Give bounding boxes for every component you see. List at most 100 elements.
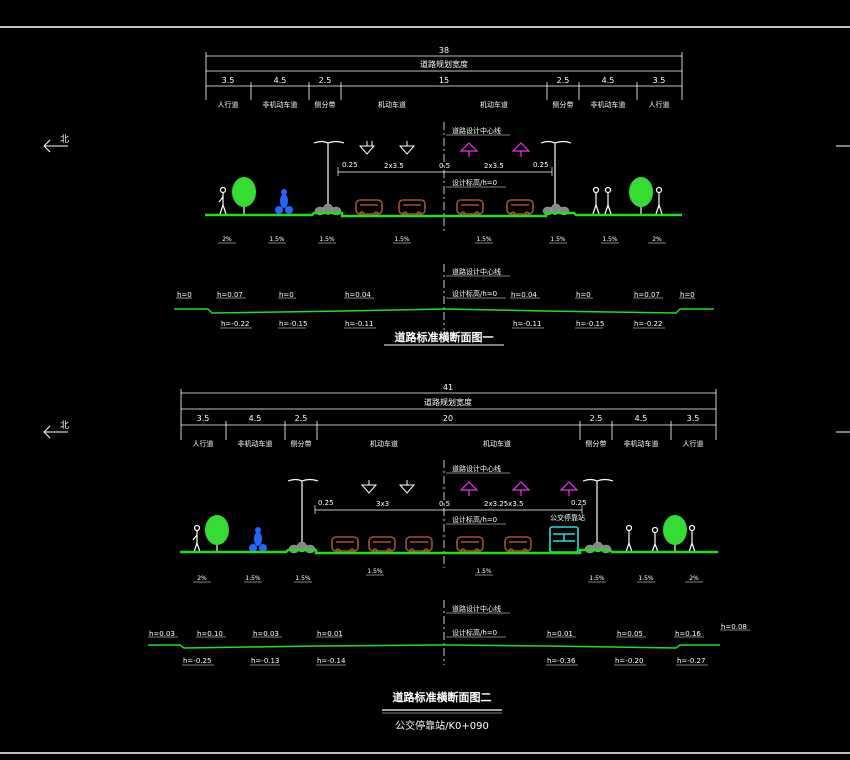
s1-profile-lower-1: h=-0.15	[279, 320, 307, 328]
s2-pedestrian-right-1	[625, 524, 633, 553]
s2-slope-lines	[193, 574, 703, 583]
s1-lane-dim	[337, 167, 553, 176]
s1-profile-upper-6: h=0.07	[634, 291, 660, 299]
s2-lane-0: 人行道	[193, 439, 214, 448]
s1-profile-upper-2: h=0	[279, 291, 294, 299]
s2-profile-upper-5: h=0.05	[617, 630, 643, 638]
s1-lane-4: 机动车道	[480, 100, 508, 109]
s2-profile-lower-1: h=-0.13	[251, 657, 279, 665]
s1-ground-line	[205, 211, 682, 218]
s1-profile-design: 设计标高/h=0	[452, 289, 497, 298]
s1-tree-left	[232, 177, 256, 215]
s2-profile-line	[148, 644, 720, 649]
s2-total-label: 道路规划宽度	[424, 397, 472, 407]
s2-lane-4: 机动车道	[483, 439, 511, 448]
s2-width-5: 4.5	[635, 414, 648, 423]
s2-width-0: 3.5	[197, 414, 210, 423]
s1-slope-5: 1.5%	[550, 236, 566, 243]
s2-profile-upper-2: h=0.03	[253, 630, 279, 638]
s2-slope-5: 1.5%	[589, 575, 605, 582]
s2-lane-left: 3x3	[376, 500, 389, 508]
s1-slope-4: 1.5%	[476, 236, 492, 243]
s1-title: 道路标准横断面图一	[395, 330, 494, 344]
s1-profile-upper-7: h=0	[680, 291, 695, 299]
s1-cyclist	[275, 189, 293, 214]
s1-slope-6: 1.5%	[602, 236, 618, 243]
s1-profile-upper-4: h=0.04	[511, 291, 537, 299]
s1-slope-2: 1.5%	[319, 236, 335, 243]
s2-profile-upper-1: h=0.10	[197, 630, 223, 638]
s1-slope-3: 1.5%	[394, 236, 410, 243]
s1-car-2	[398, 199, 426, 217]
s1-lane-left: 2x3.5	[384, 162, 404, 170]
s1-width-3: 15	[439, 76, 449, 85]
s2-centerline-label: 道路设计中心线	[452, 464, 501, 473]
s2-bus-stop-label: 公交停靠站	[550, 513, 585, 522]
s1-arrows-outbound	[358, 141, 416, 155]
s1-dimension-chain	[205, 52, 683, 100]
s2-profile-design: 设计标高/h=0	[452, 628, 497, 637]
s1-profile-upper-3: h=0.04	[345, 291, 371, 299]
s2-lane-6: 非机动车道	[624, 439, 659, 448]
s2-total-width: 41	[443, 383, 453, 392]
s1-slope-7: 2%	[652, 236, 662, 243]
s1-profile-upper-5: h=0	[576, 291, 591, 299]
s1-dim-right-small: 0.25	[533, 161, 549, 169]
s1-width-0: 3.5	[222, 76, 235, 85]
s1-profile-upper-1: h=0.07	[217, 291, 243, 299]
s1-cars	[355, 199, 534, 217]
s2-lane-3: 机动车道	[370, 439, 398, 448]
s1-lane-0: 人行道	[218, 100, 239, 109]
s1-dim-center: 0.5	[439, 162, 450, 170]
s2-profile-upper-0: h=0.03	[149, 630, 175, 638]
s2-lane-5: 侧分带	[586, 439, 607, 448]
north-label-2: 北	[60, 420, 69, 431]
s1-lane-3: 机动车道	[378, 100, 406, 109]
s2-slope-1: 1.5%	[245, 575, 261, 582]
s2-lamp-right	[582, 478, 614, 552]
s1-profile-upper-0: h=0	[177, 291, 192, 299]
north-label-1: 北	[60, 134, 69, 145]
s1-lamp-left	[313, 140, 345, 215]
s1-slope-0: 2%	[222, 236, 232, 243]
s1-profile-lower-0: h=-0.22	[221, 320, 249, 328]
s2-width-3: 20	[443, 414, 453, 423]
s2-pedestrian-right-3	[688, 524, 696, 553]
s2-profile-lower-3: h=-0.36	[547, 657, 576, 665]
s1-width-6: 3.5	[653, 76, 666, 85]
s2-slope-7: 2%	[689, 575, 699, 582]
s2-slope-4: 1.5%	[476, 568, 492, 575]
s1-pedestrian-right-1	[592, 186, 600, 215]
s2-pedestrian-right-2	[651, 526, 659, 553]
s1-lane-1: 非机动车道	[263, 100, 298, 109]
s2-lane-dim	[314, 505, 583, 514]
s2-subtitle: 公交停靠站/K0+090	[395, 719, 489, 732]
s1-lane-6: 非机动车道	[591, 100, 626, 109]
s1-lane-7: 人行道	[649, 100, 670, 109]
s1-car-4	[506, 199, 534, 217]
s2-arrows-inbound	[459, 481, 579, 496]
s2-dim-right-small: 0.25	[571, 499, 587, 507]
s2-tree-right	[663, 515, 687, 552]
s2-design-level: 设计标高/h=0	[452, 515, 497, 524]
s2-dimension-chain	[180, 389, 717, 440]
s1-lamp-right	[540, 140, 572, 215]
s2-profile-upper-4: h=0.01	[547, 630, 573, 638]
s1-centerline-label: 道路设计中心线	[452, 126, 501, 135]
s2-profile-lower-5: h=-0.27	[677, 657, 705, 665]
s2-profile-centerline-label: 道路设计中心线	[452, 604, 501, 613]
s1-total-width: 38	[439, 46, 449, 55]
s1-arrows-inbound	[459, 142, 531, 157]
s2-width-4: 2.5	[590, 414, 603, 423]
s1-lane-right: 2x3.5	[484, 162, 504, 170]
s2-slope-6: 1.5%	[638, 575, 654, 582]
s1-profile-lower-4: h=-0.15	[576, 320, 604, 328]
s2-profile-upper-labels	[148, 629, 750, 638]
s2-width-1: 4.5	[249, 414, 262, 423]
section-2: 41 道路规划宽度 3.5 4.5 2.5 20 2.5 4.5 3.5 人行道…	[148, 383, 750, 732]
s1-slope-1: 1.5%	[269, 236, 285, 243]
s2-lane-right: 2x3.25x3.5	[484, 500, 523, 508]
s2-cyclist	[249, 527, 267, 552]
s2-dim-center: 0.5	[439, 500, 450, 508]
s2-profile-lower-4: h=-0.20	[615, 657, 643, 665]
